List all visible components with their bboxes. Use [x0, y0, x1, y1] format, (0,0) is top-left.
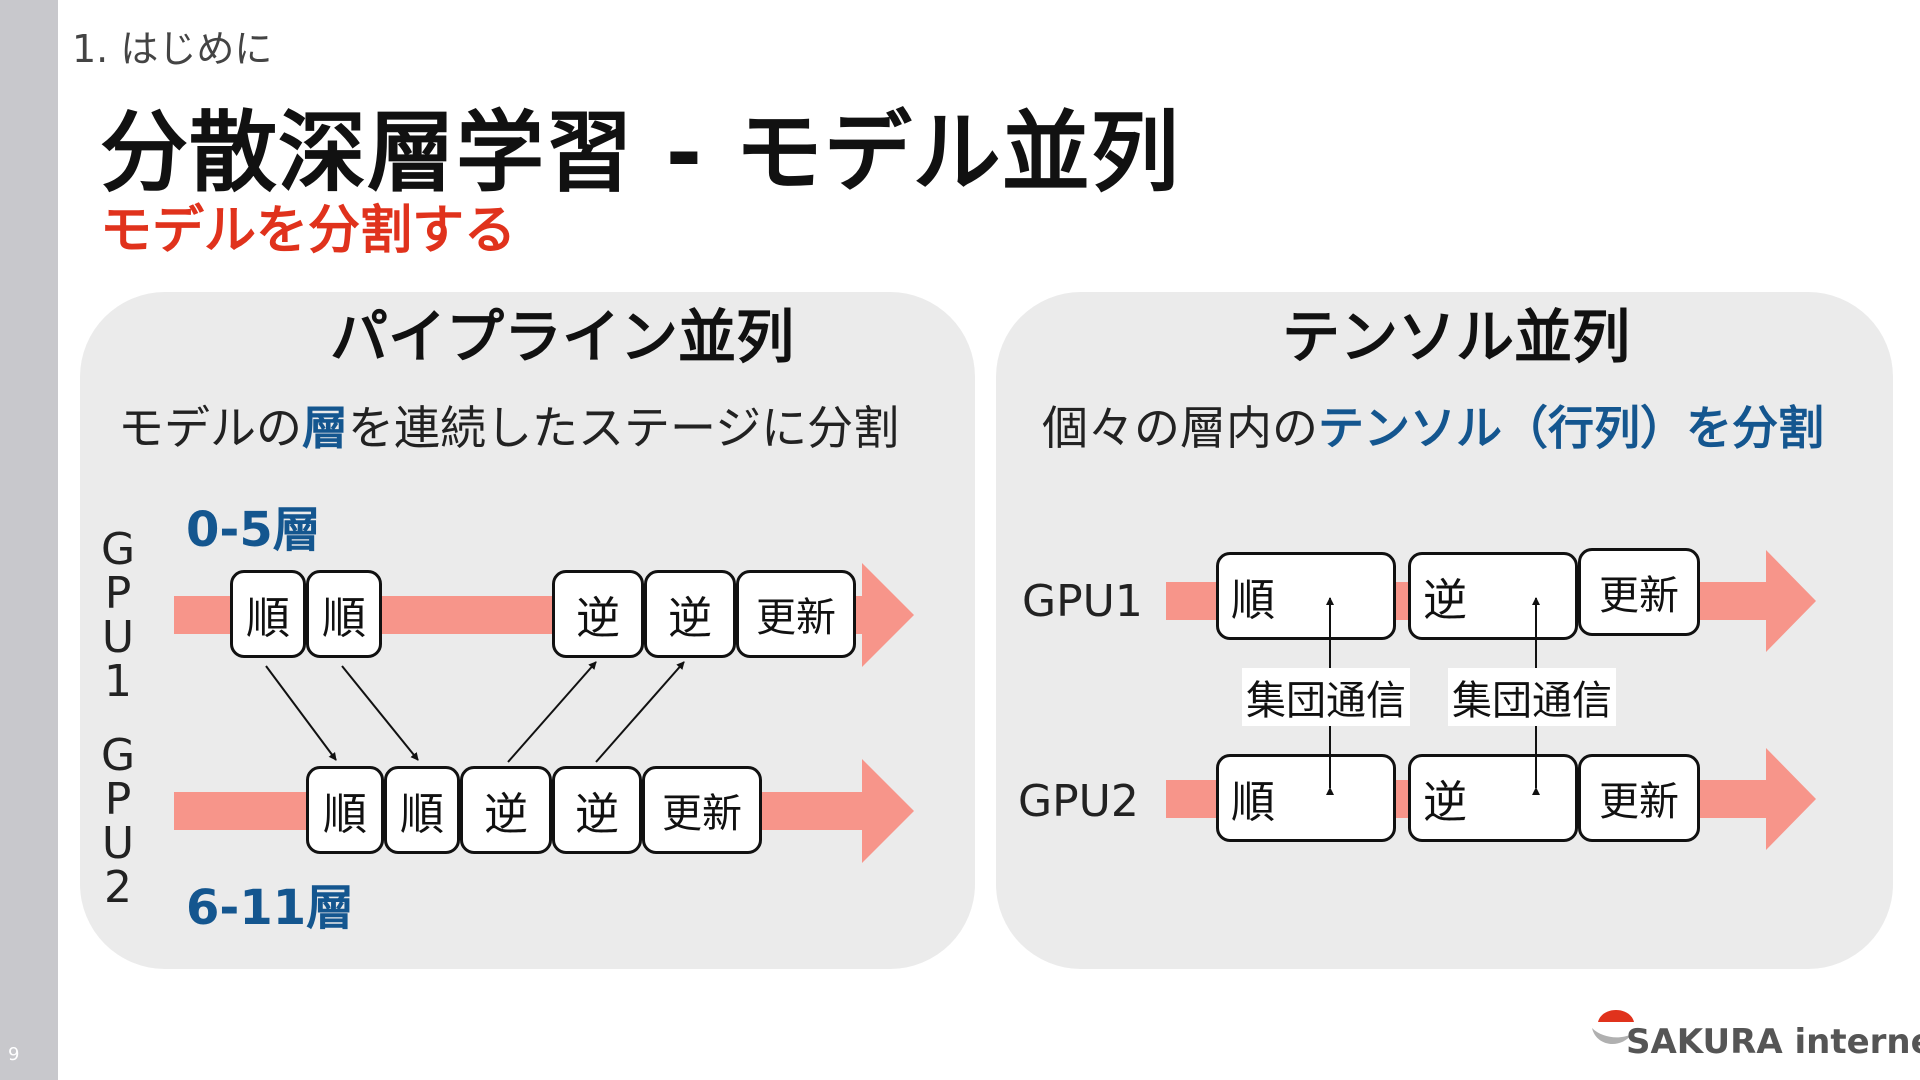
tensor-desc-prefix: 個々の層内の	[1042, 401, 1318, 455]
pipeline-gpu2-forward-box: 順	[384, 766, 460, 854]
pipeline-backward-arrow	[595, 661, 685, 763]
tensor-gpu2-label: GPU2	[1018, 776, 1139, 827]
gpu1-char: G	[100, 524, 136, 575]
pipeline-gpu2-label: G P U 2	[98, 734, 138, 910]
section-label: 1. はじめに	[72, 27, 273, 71]
pipeline-gpu1-backward-box: 逆	[552, 570, 644, 658]
tensor-comm-label: 集団通信	[1242, 668, 1410, 726]
pipeline-gpu1-label: G P U 1	[98, 528, 138, 704]
tensor-gpu1-label: GPU1	[1022, 576, 1143, 627]
side-bar: 9	[0, 0, 58, 1080]
gpu2-layer-range: 6-11層	[186, 880, 355, 936]
tensor-gpu1-arrowhead	[1766, 550, 1816, 652]
gpu1-char: P	[104, 568, 132, 619]
pipeline-gpu2-arrowhead	[862, 759, 914, 863]
gpu1-layer-range: 0-5層	[186, 502, 321, 558]
gpu2-char: 2	[104, 862, 132, 913]
tensor-description: 個々の層内のテンソル（行列）を分割	[1042, 392, 1824, 458]
tensor-gpu1-forward-box: 順	[1216, 552, 1396, 640]
pipeline-gpu1-forward-box: 順	[230, 570, 306, 658]
pipeline-desc-prefix: モデルの	[118, 401, 302, 455]
slide-title: 分散深層学習 - モデル並列	[100, 101, 1180, 204]
tensor-gpu2-backward-box: 逆	[1408, 754, 1578, 842]
tensor-title: テンソル並列	[1282, 303, 1631, 371]
tensor-comm-label: 集団通信	[1448, 668, 1616, 726]
sakura-logo: SAKURA internet	[1590, 1000, 1920, 1070]
pipeline-description: モデルの層を連続したステージに分割	[118, 392, 899, 458]
gpu2-char: P	[104, 774, 132, 825]
gpu1-char: U	[101, 612, 135, 663]
pipeline-forward-arrow	[341, 665, 419, 761]
pipeline-gpu1-backward-box: 逆	[644, 570, 736, 658]
page-number: 9	[8, 1044, 20, 1065]
gpu1-char: 1	[104, 656, 132, 707]
tensor-desc-highlight: テンソル（行列）を分割	[1318, 401, 1824, 455]
gpu2-char: U	[101, 818, 135, 869]
gpu2-char: G	[100, 730, 136, 781]
pipeline-gpu2-update-box: 更新	[642, 766, 762, 854]
tensor-gpu2-forward-box: 順	[1216, 754, 1396, 842]
tensor-gpu2-arrowhead	[1766, 748, 1816, 850]
sakura-logo-text: SAKURA internet	[1626, 1022, 1920, 1062]
slide-subtitle: モデルを分割する	[100, 201, 517, 261]
pipeline-forward-arrow	[265, 665, 337, 761]
pipeline-gpu1-forward-box: 順	[306, 570, 382, 658]
tensor-gpu1-backward-box: 逆	[1408, 552, 1578, 640]
pipeline-desc-suffix: を連続したステージに分割	[348, 401, 900, 455]
pipeline-gpu1-arrowhead	[862, 563, 914, 667]
tensor-gpu1-update-box: 更新	[1578, 548, 1700, 636]
pipeline-gpu2-backward-box: 逆	[552, 766, 642, 854]
pipeline-gpu1-update-box: 更新	[736, 570, 856, 658]
pipeline-gpu2-backward-box: 逆	[460, 766, 552, 854]
pipeline-desc-highlight: 層	[302, 401, 348, 455]
pipeline-backward-arrow	[507, 661, 597, 763]
sakura-logo-mark-icon	[1592, 1010, 1634, 1045]
tensor-gpu2-update-box: 更新	[1578, 754, 1700, 842]
pipeline-title: パイプライン並列	[330, 303, 795, 371]
pipeline-gpu2-forward-box: 順	[306, 766, 384, 854]
